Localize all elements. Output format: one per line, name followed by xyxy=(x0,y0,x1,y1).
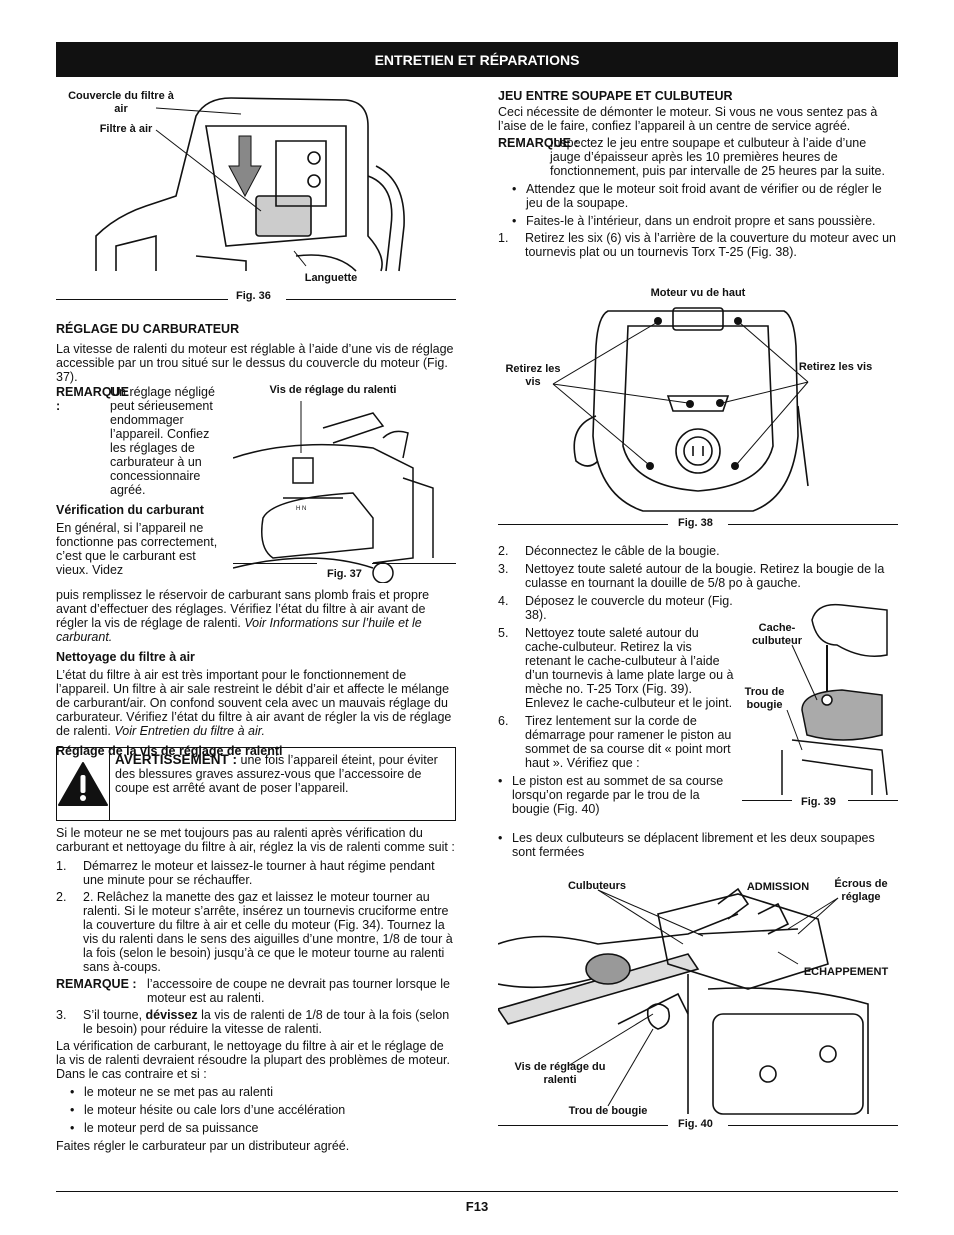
label-spark-plug-hole: Trou de bougie xyxy=(744,686,785,711)
valve-step-2: 2.Déconnectez le câble de la bougie. xyxy=(498,544,720,558)
page-number: F13 xyxy=(465,1199,489,1214)
fig39-caption: Fig. 39 xyxy=(801,796,836,808)
note-text: Un réglage négligé peut sérieusement end… xyxy=(110,385,215,497)
summary-text: La vérification de carburant, le nettoya… xyxy=(56,1039,450,1081)
fig40-rule-right xyxy=(728,1125,898,1126)
valve-step-1: 1.Retirez les six (6) vis à l’arrière de… xyxy=(498,231,896,259)
figure-38: Moteur vu de haut Retirez les vis Retire… xyxy=(498,286,898,526)
carburetor-note: REMARQUE : Un réglage négligé peut série… xyxy=(56,385,224,577)
check-item: Les deux culbuteurs se déplacent libreme… xyxy=(498,831,898,859)
label-idle-screw-fig40: Vis de réglage du ralenti xyxy=(514,1061,606,1086)
warning-text: une fois l’appareil éteint, pour éviter … xyxy=(115,753,438,795)
valve-clearance-illustration xyxy=(498,887,869,1115)
warning-label: AVERTISSEMENT : xyxy=(115,752,238,767)
carburetor-intro: La vitesse de ralenti du moteur est régl… xyxy=(56,342,454,384)
fig38-caption: Fig. 38 xyxy=(678,517,713,529)
fig37-rule-right xyxy=(372,563,456,564)
svg-text:H N: H N xyxy=(296,506,306,512)
fuel-check-text: En général, si l’appareil ne fonctionne … xyxy=(56,521,218,577)
fig36-rule-right xyxy=(286,299,456,300)
carburetor-illustration: H N xyxy=(233,401,434,583)
figure-39: Cache-culbuteur Trou de bougie xyxy=(742,600,898,810)
idle-adjust-steps: Si le moteur ne se met toujours pas au r… xyxy=(56,826,456,1153)
label-tab: Languette xyxy=(304,272,358,284)
figure-36: Couvercle du filtre à air Filtre à air L… xyxy=(56,86,456,301)
warning-icon xyxy=(57,748,110,820)
label-rocker-cover: Cache-culbuteur xyxy=(751,622,803,647)
fuel-check-title: Vérification du carburant xyxy=(56,503,204,517)
label-air-filter-cover: Couvercle du filtre à air xyxy=(68,90,174,115)
fig39-rule-left xyxy=(742,800,792,801)
valve-steps-continued: 2.Déconnectez le câble de la bougie. 3.N… xyxy=(498,544,898,590)
figure-37: Vis de réglage du ralenti H N xyxy=(233,383,456,583)
engine-top-illustration xyxy=(552,307,809,512)
carburetor-title: RÉGLAGE DU CARBURATEUR xyxy=(56,322,240,336)
note-label: REMARQUE : xyxy=(56,385,129,413)
check-item: Le piston est au sommet de sa course lor… xyxy=(498,774,738,816)
carburetor-section: RÉGLAGE DU CARBURATEUR La vitesse de ral… xyxy=(56,322,456,384)
label-exhaust: ECHAPPEMENT xyxy=(803,966,889,978)
label-adjusting-nuts: Écrous de réglage xyxy=(834,878,888,903)
figure-40: Culbuteurs ADMISSION Écrous de réglage E… xyxy=(498,874,898,1126)
fig40-rule-left xyxy=(498,1125,668,1126)
label-rockers: Culbuteurs xyxy=(567,880,627,892)
label-air-filter: Filtre à air xyxy=(99,123,153,135)
precaution-item: Attendez que le moteur soit froid avant … xyxy=(512,182,898,210)
valve-note: REMARQUE : Inspectez le jeu entre soupap… xyxy=(498,136,885,178)
footer-rule xyxy=(56,1191,898,1192)
after-warning-text: Si le moteur ne se met toujours pas au r… xyxy=(56,826,455,854)
section-header: ENTRETIEN ET RÉPARATIONS xyxy=(56,42,898,77)
fig37-rule-left xyxy=(233,563,317,564)
fuel-check-text-continued: puis remplissez le réservoir de carburan… xyxy=(56,588,430,644)
valve-step-6: 6.Tirez lentement sur la corde de démarr… xyxy=(498,714,732,770)
valve-precautions: Attendez que le moteur soit froid avant … xyxy=(498,182,898,228)
fuel-filter-section: puis remplissez le réservoir de carburan… xyxy=(56,588,456,758)
check-list: Le piston est au sommet de sa course lor… xyxy=(498,774,738,816)
fig36-rule-left xyxy=(56,299,228,300)
idle-step-2: 2.2. Relâchez la manette des gaz et lais… xyxy=(56,890,453,974)
valve-intro: Ceci nécessite de démonter le moteur. Si… xyxy=(498,105,878,133)
fig40-caption: Fig. 40 xyxy=(678,1118,713,1130)
fig39-rule-right xyxy=(848,800,898,801)
idle-step-1: 1.Démarrez le moteur et laissez-le tourn… xyxy=(56,859,435,887)
rocker-cover-illustration xyxy=(781,603,888,795)
valve-step-4: 4.Déposez le couvercle du moteur (Fig. 3… xyxy=(498,594,733,622)
fig38-rule-right xyxy=(728,524,898,525)
problem-item: le moteur ne se met pas au ralenti xyxy=(70,1085,456,1099)
idle-note: REMARQUE : l’accessoire de coupe ne devr… xyxy=(56,977,450,1005)
valve-steps-narrow: 4.Déposez le couvercle du moteur (Fig. 3… xyxy=(498,594,738,816)
problem-item: le moteur hésite ou cale lors d’une accé… xyxy=(70,1103,456,1117)
valve-step-5: 5.Nettoyez toute saleté autour du cache-… xyxy=(498,626,734,710)
air-filter-cleaning-text: L’état du filtre à air est très importan… xyxy=(56,668,452,738)
problem-list: le moteur ne se met pas au ralenti le mo… xyxy=(56,1085,456,1135)
valve-section: JEU ENTRE SOUPAPE ET CULBUTEUR Ceci néce… xyxy=(498,89,898,259)
air-filter-cleaning-title: Nettoyage du filtre à air xyxy=(56,650,195,664)
valve-title: JEU ENTRE SOUPAPE ET CULBUTEUR xyxy=(498,89,733,103)
check-list-continued: Les deux culbuteurs se déplacent libreme… xyxy=(498,831,898,859)
label-remove-screws-left: Retirez les vis xyxy=(505,363,561,388)
fig37-caption: Fig. 37 xyxy=(327,568,362,580)
label-remove-screws-right: Retirez les vis xyxy=(798,361,873,373)
fig38-rule-left xyxy=(498,524,668,525)
warning-content: AVERTISSEMENT : une fois l’appareil étei… xyxy=(110,748,455,820)
label-idle-screw: Vis de réglage du ralenti xyxy=(269,384,397,396)
warning-box: AVERTISSEMENT : une fois l’appareil étei… xyxy=(56,747,456,821)
precaution-item: Faites-le à l’intérieur, dans un endroit… xyxy=(512,214,898,228)
air-filter-illustration xyxy=(95,97,405,272)
valve-step-3: 3.Nettoyez toute saleté autour de la bou… xyxy=(498,562,885,590)
idle-step-3: 3.S’il tourne, dévissez la vis de ralent… xyxy=(56,1008,450,1036)
label-intake: ADMISSION xyxy=(746,881,810,893)
fig36-caption: Fig. 36 xyxy=(236,290,271,302)
label-spark-plug-hole-fig40: Trou de bougie xyxy=(568,1105,648,1117)
problem-item: le moteur perd de sa puissance xyxy=(70,1121,456,1135)
closing-text: Faites régler le carburateur par un dist… xyxy=(56,1139,350,1153)
label-engine-top: Moteur vu de haut xyxy=(650,287,746,299)
